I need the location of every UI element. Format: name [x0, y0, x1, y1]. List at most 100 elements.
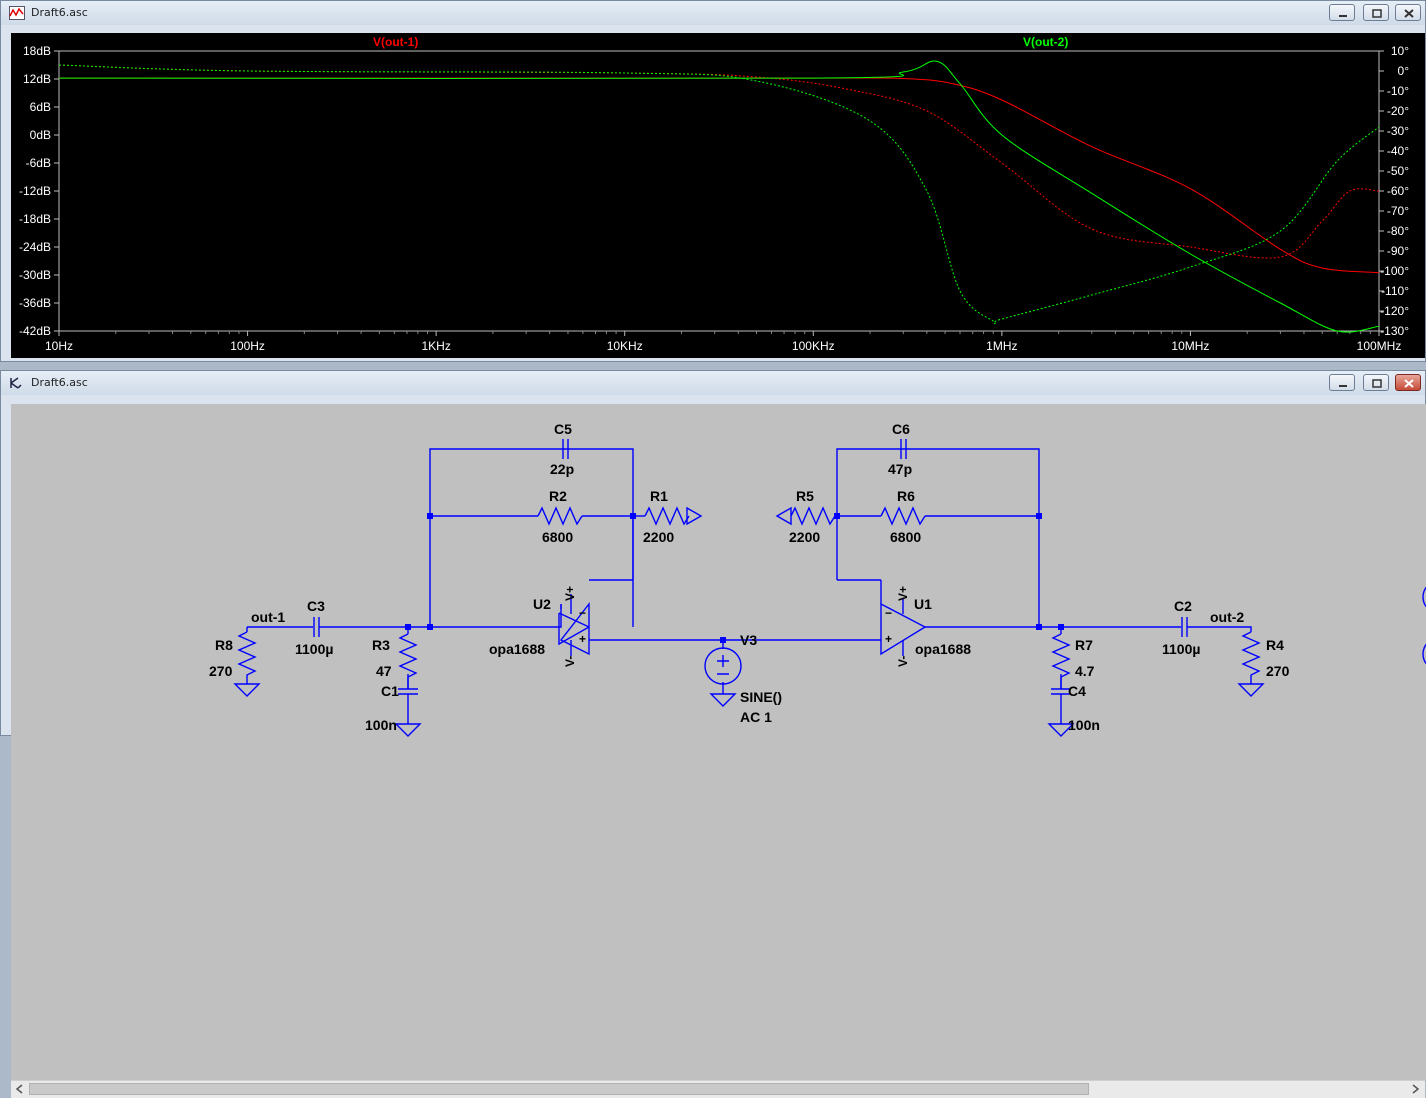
close-button[interactable] [1395, 374, 1421, 391]
bode-plot-canvas[interactable]: V(out-1) V(out-2) 18dB12dB6dB0dB-6dB-12d… [11, 33, 1425, 358]
value-r2[interactable]: 6800 [542, 529, 573, 545]
phase-tick-label: -30° [1387, 124, 1409, 138]
r8-symbol [237, 631, 257, 684]
r1-symbol [644, 506, 690, 526]
label-r3[interactable]: R3 [372, 637, 390, 653]
restore-icon [1372, 9, 1382, 18]
label-r7[interactable]: R7 [1075, 637, 1093, 653]
minimize-icon [1339, 385, 1347, 387]
label-c2[interactable]: C2 [1174, 598, 1192, 614]
model-u1[interactable]: opa1688 [915, 641, 971, 657]
label-u1[interactable]: U1 [914, 596, 932, 612]
value-r5[interactable]: 2200 [789, 529, 820, 545]
label-r5[interactable]: R5 [796, 488, 814, 504]
freq-tick-label: 1KHz [421, 339, 450, 353]
close-icon [1404, 9, 1414, 18]
value-c4[interactable]: 100n [1068, 717, 1100, 733]
label-r4[interactable]: R4 [1266, 637, 1284, 653]
r1-ground-terminal [686, 506, 703, 526]
value-r1[interactable]: 2200 [643, 529, 674, 545]
label-v3[interactable]: V3 [740, 632, 757, 648]
label-r8[interactable]: R8 [215, 637, 233, 653]
restore-icon [1372, 379, 1382, 388]
net-out2[interactable]: out-2 [1210, 609, 1244, 625]
close-icon [1404, 379, 1414, 388]
phase-trace-out1 [58, 64, 1380, 259]
plot-window-titlebar[interactable]: Draft6.asc [1, 1, 1425, 25]
wires [246, 448, 1252, 694]
schematic-canvas[interactable]: C5 22p R2 6800 R1 2200 C6 47p R5 2200 R6… [11, 404, 1426, 1080]
schematic-drawing[interactable]: C5 22p R2 6800 R1 2200 C6 47p R5 2200 R6… [11, 404, 1426, 1080]
label-u2[interactable]: U2 [533, 596, 551, 612]
value-r3[interactable]: 47 [376, 663, 392, 679]
freq-tick-label: 100Hz [230, 339, 265, 353]
close-button[interactable] [1395, 4, 1421, 21]
db-tick-label: 12dB [23, 72, 51, 86]
r4-ground [1237, 683, 1265, 697]
r4-symbol [1241, 631, 1261, 684]
label-c5[interactable]: C5 [554, 421, 572, 437]
phase-tick-label: -50° [1387, 164, 1409, 178]
value-r7[interactable]: 4.7 [1075, 663, 1095, 679]
u1-vminus: V- [896, 656, 910, 667]
model-u2[interactable]: opa1688 [489, 641, 545, 657]
trace-label-out2[interactable]: V(out-2) [1023, 35, 1068, 49]
c3-symbol [313, 617, 320, 637]
label-c4[interactable]: C4 [1068, 683, 1086, 699]
r3-symbol [398, 633, 418, 689]
scroll-right-icon[interactable] [1409, 1083, 1421, 1095]
magnitude-trace-out2 [58, 60, 1380, 333]
value-c5[interactable]: 22p [550, 461, 574, 477]
value-c2[interactable]: 1100µ [1162, 641, 1200, 657]
value-c1[interactable]: 100n [365, 717, 397, 733]
net-out1[interactable]: out-1 [251, 609, 285, 625]
plot-window-title: Draft6.asc [31, 6, 88, 19]
u2-opamp [559, 601, 590, 656]
label-c3[interactable]: C3 [307, 598, 325, 614]
trace-label-out1[interactable]: V(out-1) [373, 35, 418, 49]
v3-ground [709, 693, 737, 707]
value-c6[interactable]: 47p [888, 461, 912, 477]
junctions [405, 513, 1064, 643]
label-c1[interactable]: C1 [381, 683, 399, 699]
horizontal-scrollbar[interactable] [11, 1080, 1425, 1098]
phase-tick-label: -110° [1381, 284, 1409, 298]
freq-tick-label: 10MHz [1171, 339, 1209, 353]
phase-tick-label: 0° [1398, 64, 1410, 78]
value-v3-ac[interactable]: AC 1 [740, 709, 772, 725]
scroll-left-icon[interactable] [14, 1083, 26, 1095]
minimize-button[interactable] [1329, 4, 1355, 21]
label-c6[interactable]: C6 [892, 421, 910, 437]
u1-noninv: + [885, 632, 892, 646]
schematic-window-titlebar[interactable]: Draft6.asc [1, 371, 1425, 395]
maximize-button[interactable] [1363, 374, 1389, 391]
value-c3[interactable]: 1100µ [295, 641, 333, 657]
db-tick-label: -30dB [19, 268, 51, 282]
r6-symbol [880, 506, 926, 526]
phase-tick-label: -70° [1387, 204, 1409, 218]
value-r6[interactable]: 6800 [890, 529, 921, 545]
phase-tick-label: -130° [1380, 324, 1409, 338]
value-r8[interactable]: 270 [209, 663, 233, 679]
label-r2[interactable]: R2 [549, 488, 567, 504]
c2-symbol [1181, 617, 1188, 637]
maximize-button[interactable] [1363, 4, 1389, 21]
freq-tick-label: 1MHz [986, 339, 1017, 353]
value-v3-sine[interactable]: SINE() [740, 689, 782, 705]
phase-tick-label: -20° [1387, 104, 1409, 118]
phase-trace-out2 [58, 64, 1380, 325]
r2-symbol [537, 506, 583, 526]
label-r1[interactable]: R1 [650, 488, 668, 504]
u1-inv: − [885, 606, 892, 620]
r7-symbol [1051, 633, 1071, 689]
opamps [558, 580, 927, 656]
plot-frame [58, 50, 1380, 332]
value-r4[interactable]: 270 [1266, 663, 1290, 679]
phase-tick-label: -100° [1380, 264, 1409, 278]
scrollbar-thumb[interactable] [29, 1083, 1089, 1095]
c1-symbol [398, 688, 418, 724]
minimize-button[interactable] [1329, 374, 1355, 391]
schematic-window-title: Draft6.asc [31, 376, 88, 389]
label-r6[interactable]: R6 [897, 488, 915, 504]
